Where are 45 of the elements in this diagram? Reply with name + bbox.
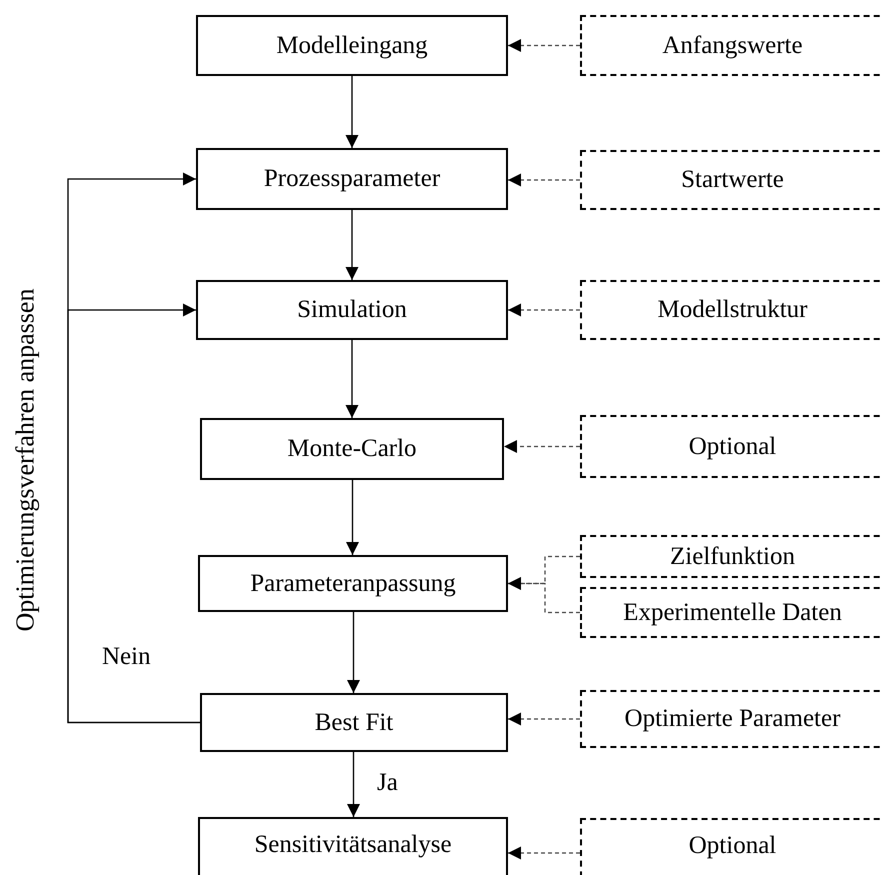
box-text: Modellstruktur [658, 295, 808, 326]
process-box [198, 817, 508, 875]
arrow [508, 304, 580, 316]
process-box [200, 418, 504, 480]
box-text: Optimierte Parameter [624, 704, 840, 734]
arrow [347, 612, 360, 693]
arrow [504, 440, 580, 453]
process-box [198, 555, 508, 612]
input-box [580, 818, 883, 875]
arrow [347, 752, 360, 817]
arrow [508, 577, 580, 614]
box-text: Best Fit [314, 708, 394, 738]
arrow [346, 210, 358, 280]
box-text: Anfangswerte [662, 30, 803, 61]
process-box [196, 148, 508, 210]
input-box [580, 535, 883, 578]
box-text: Parameteranpassung [250, 568, 456, 599]
arrow [67, 304, 200, 724]
box-text: Optional [688, 432, 776, 462]
input-box [580, 415, 883, 478]
arrow [508, 39, 580, 52]
box-text: Modelleingang [276, 30, 428, 61]
input-box [580, 280, 883, 340]
arrow [508, 712, 580, 726]
process-box [196, 280, 508, 340]
arrow [346, 480, 359, 555]
box-text: Sensitivitätsanalyse [254, 830, 452, 860]
box-text: Startwerte [681, 165, 784, 196]
process-box [200, 693, 508, 752]
box-text: Optional [688, 831, 776, 861]
input-box [580, 150, 883, 210]
arrow [508, 846, 580, 860]
input-box [580, 587, 883, 638]
input-box [580, 690, 883, 748]
arrow [346, 76, 358, 148]
arrow [346, 340, 358, 418]
input-box [580, 15, 883, 76]
box-text: Zielfunktion [670, 542, 795, 572]
box-text: Experimentelle Daten [623, 598, 842, 628]
box-text: Prozessparameter [264, 164, 440, 194]
process-box [196, 15, 508, 76]
arrow [508, 174, 580, 186]
box-text: Simulation [297, 295, 407, 326]
side-label: Optimierungsverfahren anpassen [12, 288, 38, 632]
box-text: Monte-Carlo [287, 434, 417, 464]
